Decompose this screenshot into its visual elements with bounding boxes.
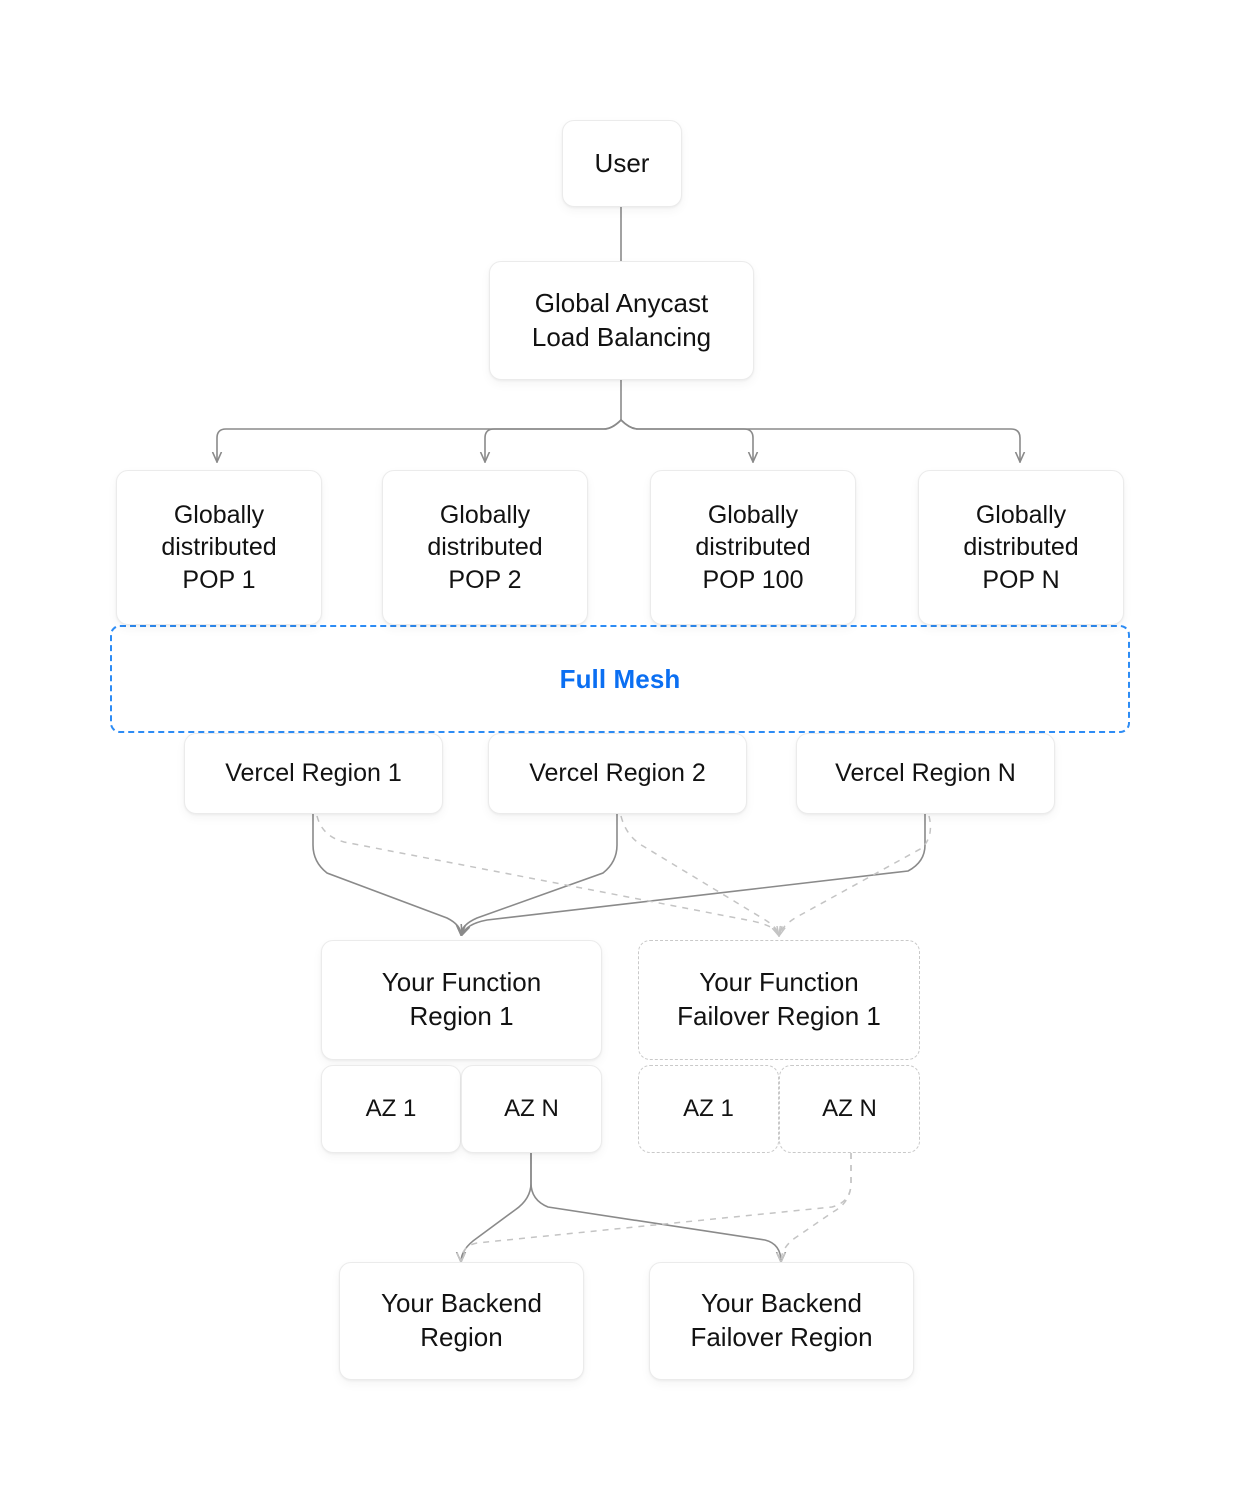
node-function-region-1-az-1[interactable]: AZ 1 xyxy=(321,1065,461,1153)
node-function-failover-region-1-az-n-label: AZ N xyxy=(822,1095,877,1123)
edge-failover-azn-to-backend-region xyxy=(461,1153,852,1262)
full-mesh-label: Full Mesh xyxy=(559,663,681,694)
node-pop-n[interactable]: Globally distributed POP N xyxy=(918,470,1124,625)
edge-vercel1-to-failover1 xyxy=(316,815,779,936)
node-pop-100[interactable]: Globally distributed POP 100 xyxy=(650,470,856,625)
node-vercel-region-1[interactable]: Vercel Region 1 xyxy=(184,733,443,814)
edge-vercel2-to-function1 xyxy=(461,813,618,935)
node-pop-n-label: Globally distributed POP N xyxy=(963,500,1079,594)
node-pop-1[interactable]: Globally distributed POP 1 xyxy=(116,470,322,625)
edge-bus-pop2 xyxy=(485,419,622,462)
node-function-region-1-az-n[interactable]: AZ N xyxy=(461,1065,602,1153)
node-your-function-region-1-label: Your Function Region 1 xyxy=(381,967,542,1031)
node-global-anycast-load-balancing-label: Global Anycast Load Balancing xyxy=(531,287,712,352)
edge-vercelN-to-function1 xyxy=(462,813,926,935)
node-your-backend-region[interactable]: Your Backend Region xyxy=(339,1262,584,1380)
node-pop-100-label: Globally distributed POP 100 xyxy=(695,500,811,594)
node-your-function-region-1[interactable]: Your Function Region 1 xyxy=(321,940,602,1060)
node-pop-1-label: Globally distributed POP 1 xyxy=(161,500,277,594)
edge-bus-pop100 xyxy=(620,419,753,462)
node-your-function-failover-region-1[interactable]: Your Function Failover Region 1 xyxy=(638,940,920,1060)
node-your-function-failover-region-1-label: Your Function Failover Region 1 xyxy=(677,967,881,1031)
node-vercel-region-1-label: Vercel Region 1 xyxy=(225,759,402,788)
node-your-backend-failover-region-label: Your Backend Failover Region xyxy=(690,1288,873,1352)
node-vercel-region-2-label: Vercel Region 2 xyxy=(529,759,706,788)
edge-bus-left xyxy=(217,419,622,462)
full-mesh-zone: Full Mesh xyxy=(110,625,1130,733)
node-function-failover-region-1-az-n[interactable]: AZ N xyxy=(779,1065,920,1153)
edge-failover-azn-to-backend-failover-region xyxy=(781,1153,852,1262)
node-user-label: User xyxy=(594,147,650,178)
node-pop-2[interactable]: Globally distributed POP 2 xyxy=(382,470,588,625)
node-vercel-region-2[interactable]: Vercel Region 2 xyxy=(488,733,747,814)
node-your-backend-failover-region[interactable]: Your Backend Failover Region xyxy=(649,1262,914,1380)
node-your-backend-region-label: Your Backend Region xyxy=(381,1288,542,1352)
node-function-region-1-az-n-label: AZ N xyxy=(504,1095,559,1123)
node-pop-2-label: Globally distributed POP 2 xyxy=(427,500,543,594)
edge-azn-to-backend-region xyxy=(461,1152,532,1262)
edge-vercel1-to-function1 xyxy=(312,813,461,935)
edge-vercel2-to-failover1 xyxy=(620,815,779,936)
node-global-anycast-load-balancing[interactable]: Global Anycast Load Balancing xyxy=(489,261,754,380)
node-vercel-region-n-label: Vercel Region N xyxy=(835,759,1016,788)
node-function-region-1-az-1-label: AZ 1 xyxy=(365,1095,417,1123)
node-vercel-region-n[interactable]: Vercel Region N xyxy=(796,733,1055,814)
edge-bus-right xyxy=(620,419,1020,462)
edge-vercelN-to-failover1 xyxy=(779,815,932,936)
node-function-failover-region-1-az-1-label: AZ 1 xyxy=(683,1095,734,1123)
node-user[interactable]: User xyxy=(562,120,682,207)
node-function-failover-region-1-az-1[interactable]: AZ 1 xyxy=(638,1065,779,1153)
edge-azn-to-backend-failover-region xyxy=(530,1152,781,1262)
